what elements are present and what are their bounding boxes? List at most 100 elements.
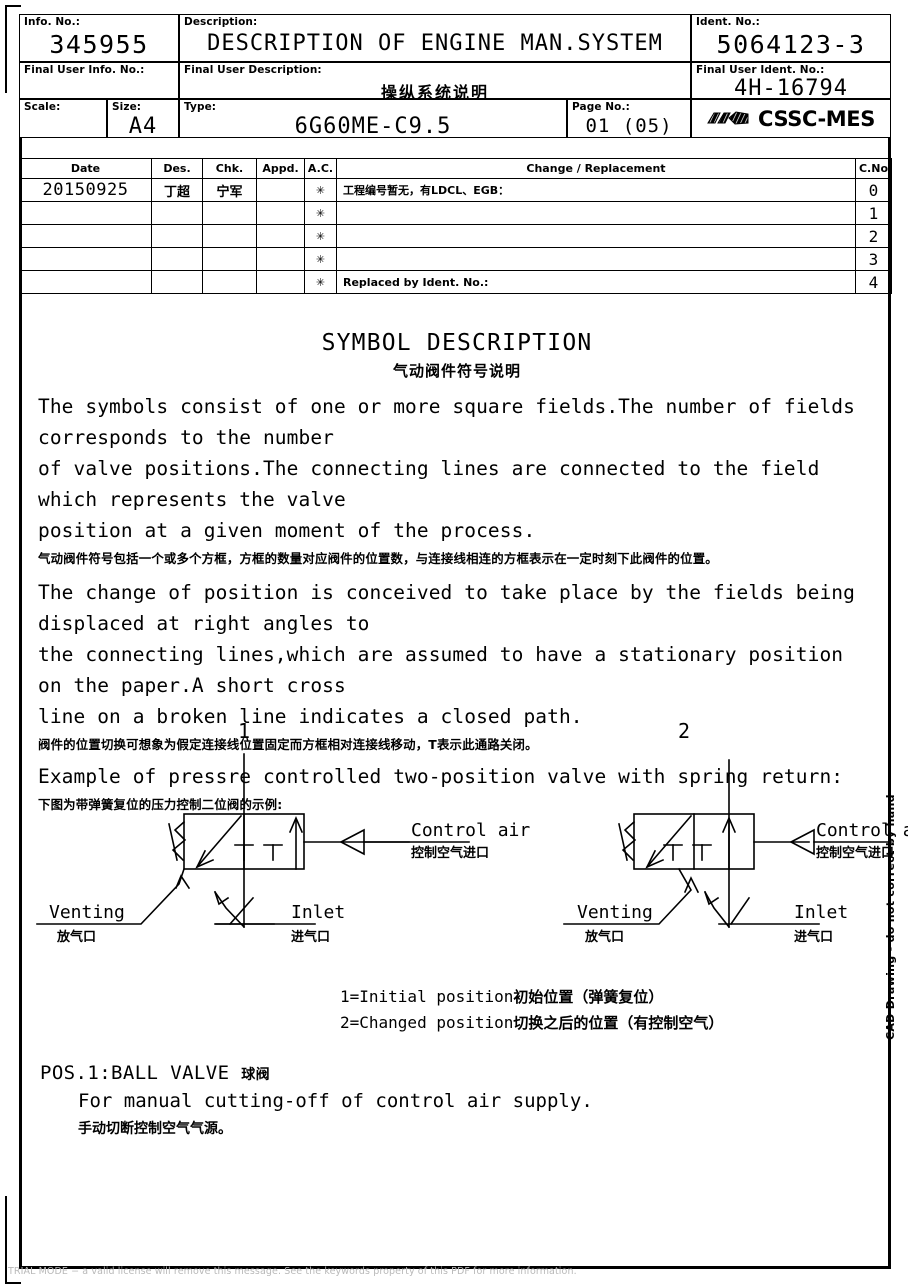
valve-symbol-1: 1 bbox=[36, 719, 470, 929]
col-header-date: Date bbox=[19, 158, 152, 179]
paragraph-2-chinese: 阀件的位置切换可想象为假定连接线位置固定而方框相对连接线移动，T表示此通路关闭。 bbox=[38, 737, 538, 752]
pos1-ball-valve-section: POS.1:BALL VALVE 球阀 For manual cutting-o… bbox=[40, 1062, 640, 1138]
field-type[interactable]: Type: 6G60ME-C9.5 bbox=[179, 99, 567, 139]
cell-des bbox=[151, 247, 203, 271]
cell-change bbox=[336, 224, 856, 248]
field-type-caption: Type: bbox=[184, 101, 217, 113]
field-type-value: 6G60ME-C9.5 bbox=[294, 114, 452, 139]
field-ident-no-value: 5064123-3 bbox=[716, 30, 866, 59]
field-final-user-ident-no[interactable]: Final User Ident. No.: 4H-16794 bbox=[691, 62, 891, 101]
page-title-chinese: 气动阀件符号说明 bbox=[392, 362, 521, 380]
table-row[interactable]: ✳ 2 bbox=[19, 224, 892, 248]
trial-mode-watermark: TRIAL MODE − a valid license will remove… bbox=[8, 1266, 577, 1277]
cell-date bbox=[19, 270, 152, 294]
col-header-chk: Chk. bbox=[202, 158, 257, 179]
field-info-no-value: 345955 bbox=[49, 30, 149, 59]
pos1-title-chinese: 球阀 bbox=[241, 1067, 271, 1083]
field-final-user-ident-no-value: 4H-16794 bbox=[734, 76, 848, 101]
sheet-corner-mark-top-left bbox=[5, 5, 21, 93]
paragraph-3-chinese: 下图为带弹簧复位的压力控制二位阀的示例: bbox=[38, 797, 283, 812]
valve2-control-air-label-cn: 控制空气进口 bbox=[816, 845, 894, 861]
table-row[interactable]: ✳ 1 bbox=[19, 201, 892, 225]
field-description[interactable]: Description: DESCRIPTION OF ENGINE MAN.S… bbox=[179, 14, 691, 62]
field-info-no[interactable]: Info. No.: 345955 bbox=[19, 14, 179, 62]
paragraph-2-english: The change of position is conceived to t… bbox=[38, 581, 855, 728]
col-header-change: Change / Replacement bbox=[336, 158, 856, 179]
field-info-no-caption: Info. No.: bbox=[24, 16, 80, 28]
legend-line-2: 2=Changed position切换之后的位置（有控制空气） bbox=[340, 1010, 723, 1036]
valve2-venting-label-cn: 放气口 bbox=[584, 929, 624, 945]
field-final-user-info-no[interactable]: Final User Info. No.: bbox=[19, 62, 179, 99]
field-final-user-description[interactable]: Final User Description: 操纵系统说明 bbox=[179, 62, 691, 102]
cell-appd bbox=[256, 201, 305, 225]
valve1-inlet-label: Inlet bbox=[291, 902, 345, 923]
field-scale-caption: Scale: bbox=[24, 101, 61, 113]
cell-des bbox=[151, 270, 203, 294]
valve-symbol-2: 2 bbox=[563, 719, 892, 929]
content-body: SYMBOL DESCRIPTION 气动阀件符号说明 The symbols … bbox=[38, 330, 876, 813]
field-description-value: DESCRIPTION OF ENGINE MAN.SYSTEM bbox=[207, 31, 663, 56]
valve1-control-air-label: Control air bbox=[411, 820, 530, 841]
cell-date bbox=[19, 224, 152, 248]
field-page-no-caption: Page No.: bbox=[572, 101, 630, 113]
cell-cno: 1 bbox=[855, 201, 892, 225]
position-legend: 1=Initial position初始位置（弹簧复位） 2=Changed p… bbox=[340, 984, 723, 1036]
field-ident-no-caption: Ident. No.: bbox=[696, 16, 760, 28]
valve1-control-air-label-cn: 控制空气进口 bbox=[411, 845, 489, 861]
revision-table-header-row: Date Des. Chk. Appd. A.C. Change / Repla… bbox=[19, 158, 892, 179]
valve2-inlet-label-cn: 进气口 bbox=[794, 929, 833, 945]
field-size-value: A4 bbox=[128, 114, 158, 139]
field-final-user-description-value: 操纵系统说明 bbox=[380, 83, 489, 102]
cell-ac-asterisk-icon: ✳ bbox=[304, 270, 337, 294]
cell-change bbox=[336, 201, 856, 225]
field-description-caption: Description: bbox=[184, 16, 258, 28]
valve1-venting-label: Venting bbox=[49, 902, 125, 923]
cell-chk bbox=[202, 247, 257, 271]
cell-cno: 4 bbox=[855, 270, 892, 294]
cssc-mes-logo-icon bbox=[707, 109, 751, 128]
field-size[interactable]: Size: A4 bbox=[107, 99, 179, 139]
company-name: CSSC-MES bbox=[758, 106, 875, 131]
cell-chk: 宁军 bbox=[202, 178, 257, 202]
legend-line-1-chinese: 初始位置（弹簧复位） bbox=[513, 988, 664, 1006]
cell-date bbox=[19, 247, 152, 271]
company-logo-cell[interactable]: CSSC-MES bbox=[691, 99, 891, 138]
col-header-des: Des. bbox=[151, 158, 203, 179]
cell-chk bbox=[202, 224, 257, 248]
cell-change: Replaced by Ident. No.: bbox=[336, 270, 856, 294]
legend-line-2-english: 2=Changed position bbox=[340, 1013, 514, 1032]
cell-ac-asterisk-icon: ✳ bbox=[304, 247, 337, 271]
pos1-title-english: POS.1:BALL VALVE bbox=[40, 1062, 230, 1084]
valve1-inlet-label-cn: 进气口 bbox=[291, 929, 330, 945]
table-row[interactable]: 20150925 丁超 宁军 ✳ 工程编号暂无，有LDCL、EGB： 0 bbox=[19, 178, 892, 202]
paragraph-1-chinese: 气动阀件符号包括一个或多个方框，方框的数量对应阀件的位置数，与连接线相连的方框表… bbox=[38, 551, 718, 566]
valve2-inlet-label: Inlet bbox=[794, 902, 848, 923]
table-row[interactable]: ✳ 3 bbox=[19, 247, 892, 271]
legend-line-1: 1=Initial position初始位置（弹簧复位） bbox=[340, 984, 723, 1010]
field-final-user-ident-no-caption: Final User Ident. No.: bbox=[696, 64, 825, 76]
valve1-venting-label-cn: 放气口 bbox=[56, 929, 96, 945]
col-header-ac: A.C. bbox=[304, 158, 337, 179]
cell-cno: 3 bbox=[855, 247, 892, 271]
cad-drawing-note: CAD Drawing - do not correct by hand bbox=[884, 794, 897, 1040]
field-size-caption: Size: bbox=[112, 101, 142, 113]
cell-appd bbox=[256, 178, 305, 202]
field-scale[interactable]: Scale: bbox=[19, 99, 107, 138]
cell-date bbox=[19, 201, 152, 225]
table-row[interactable]: ✳ Replaced by Ident. No.: 4 bbox=[19, 270, 892, 294]
cell-chk bbox=[202, 201, 257, 225]
cell-appd bbox=[256, 224, 305, 248]
cell-ac-asterisk-icon: ✳ bbox=[304, 178, 337, 202]
pos1-title: POS.1:BALL VALVE 球阀 bbox=[40, 1062, 640, 1084]
paragraph-3-english: Example of pressre controlled two-positi… bbox=[38, 765, 844, 788]
cell-ac-asterisk-icon: ✳ bbox=[304, 201, 337, 225]
legend-line-1-english: 1=Initial position bbox=[340, 987, 514, 1006]
field-page-no-value: 01 (05) bbox=[585, 115, 673, 137]
cell-change bbox=[336, 247, 856, 271]
cell-date: 20150925 bbox=[19, 178, 152, 202]
field-page-no[interactable]: Page No.: 01 (05) bbox=[567, 99, 691, 138]
valve-symbol-diagram: 1 bbox=[19, 712, 908, 982]
cell-cno: 2 bbox=[855, 224, 892, 248]
field-ident-no[interactable]: Ident. No.: 5064123-3 bbox=[691, 14, 891, 62]
